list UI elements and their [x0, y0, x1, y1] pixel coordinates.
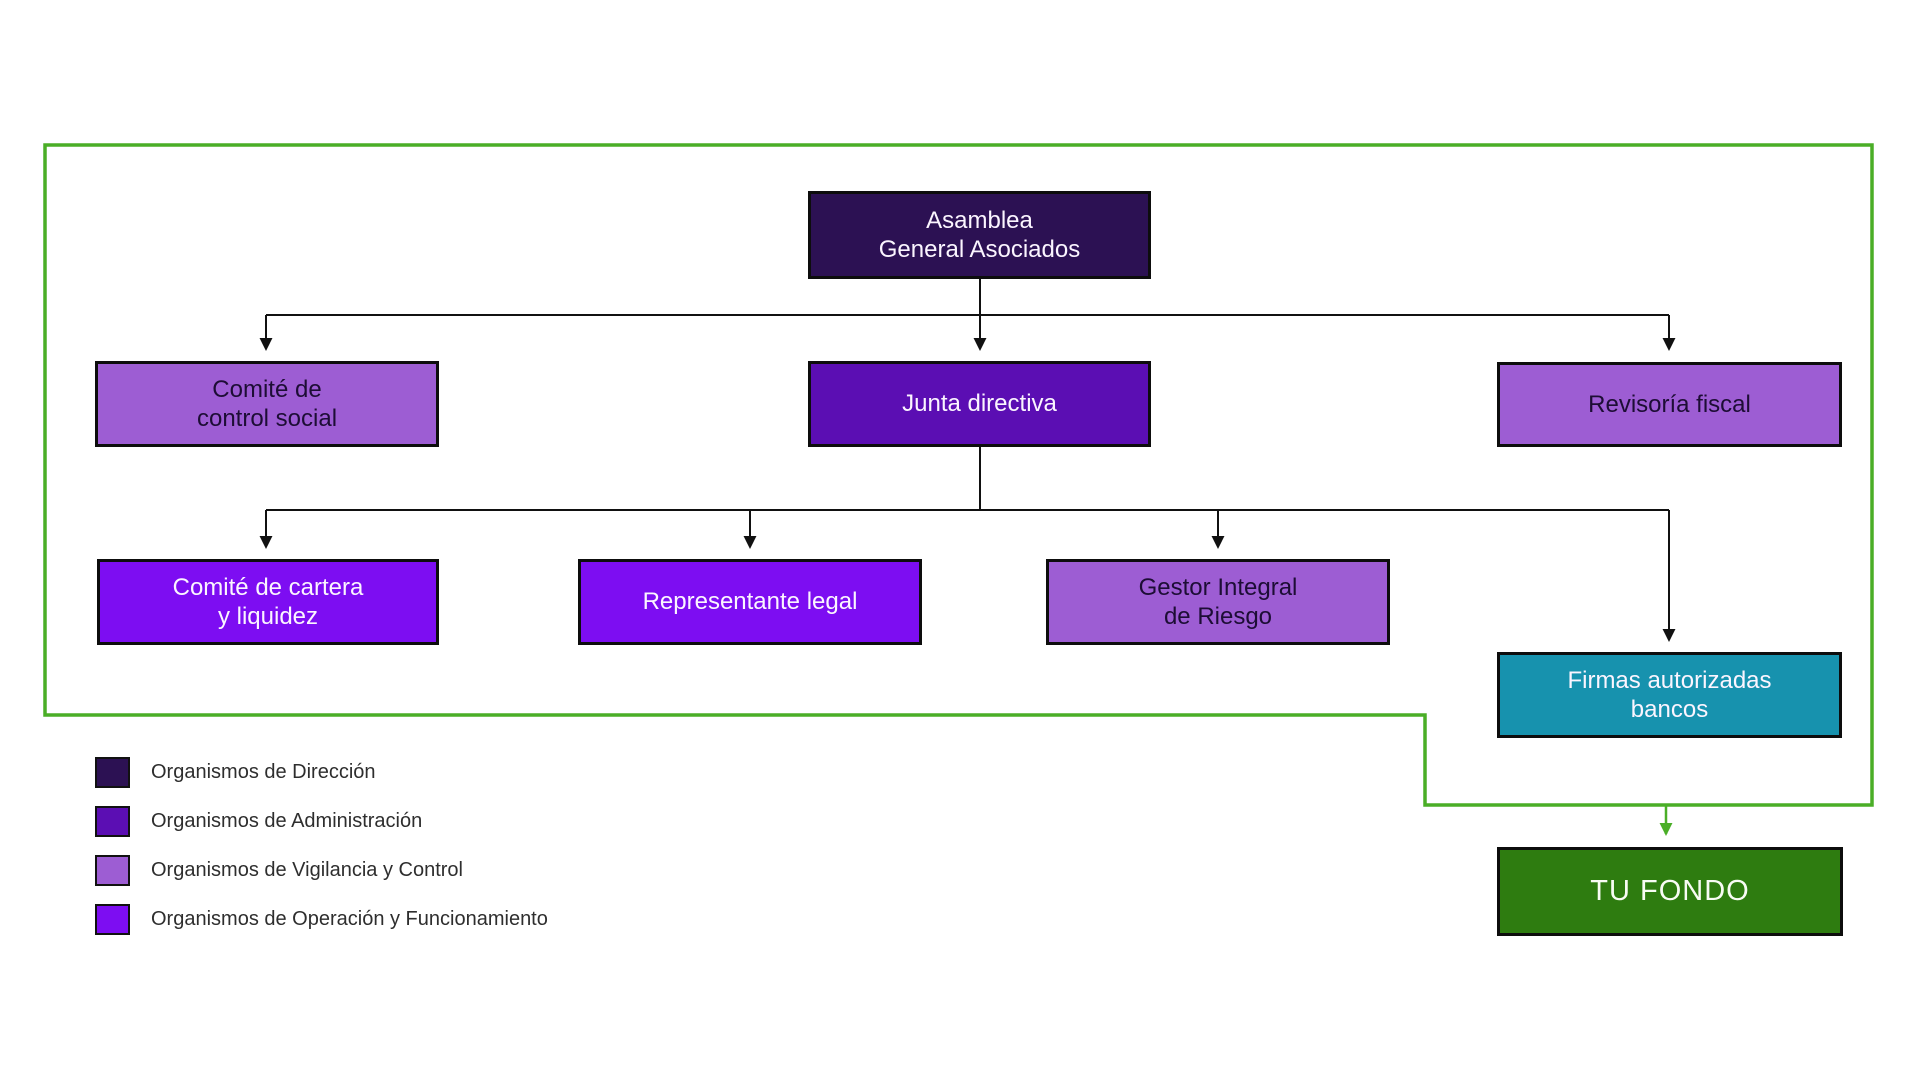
- node-firmas-label: Firmas autorizadas bancos: [1567, 666, 1772, 723]
- legend-item-administracion: Organismos de Administración: [95, 804, 422, 838]
- node-representante-label: Representante legal: [642, 588, 858, 616]
- node-comite-cartera-liquidez: Comité de cartera y liquidez: [97, 559, 439, 645]
- node-gestor-label: Gestor Integral de Riesgo: [1138, 573, 1298, 630]
- legend-swatch-administracion: [95, 805, 130, 837]
- node-revisoria-fiscal: Revisoría fiscal: [1497, 362, 1842, 447]
- node-revisoria-label: Revisoría fiscal: [1588, 390, 1751, 418]
- node-representante-legal: Representante legal: [578, 559, 922, 645]
- node-cartera-label: Comité de cartera y liquidez: [172, 573, 364, 630]
- legend-item-operacion: Organismos de Operación y Funcionamiento: [95, 902, 548, 936]
- node-tu-fondo-label: TU FONDO: [1590, 874, 1750, 907]
- node-comite-control-social: Comité de control social: [95, 361, 439, 447]
- legend-item-vigilancia: Organismos de Vigilancia y Control: [95, 853, 463, 887]
- node-gestor-integral-riesgo: Gestor Integral de Riesgo: [1046, 559, 1390, 645]
- legend-swatch-operacion: [95, 903, 130, 935]
- legend-item-direccion: Organismos de Dirección: [95, 755, 376, 789]
- node-junta-label: Junta directiva: [902, 390, 1057, 418]
- legend-label-operacion: Organismos de Operación y Funcionamiento: [151, 907, 548, 930]
- legend-swatch-direccion: [95, 756, 130, 788]
- node-junta-directiva: Junta directiva: [808, 361, 1151, 447]
- legend-label-administracion: Organismos de Administración: [151, 809, 423, 832]
- node-control-social-label: Comité de control social: [196, 375, 338, 432]
- node-asamblea-general-asociados: Asamblea General Asociados: [808, 191, 1151, 279]
- legend-label-vigilancia: Organismos de Vigilancia y Control: [151, 858, 464, 881]
- legend-swatch-vigilancia: [95, 854, 130, 886]
- node-firmas-autorizadas-bancos: Firmas autorizadas bancos: [1497, 652, 1842, 738]
- node-tu-fondo: TU FONDO: [1497, 847, 1843, 936]
- legend-label-direccion: Organismos de Dirección: [151, 760, 376, 783]
- node-asamblea-label: Asamblea General Asociados: [878, 206, 1081, 263]
